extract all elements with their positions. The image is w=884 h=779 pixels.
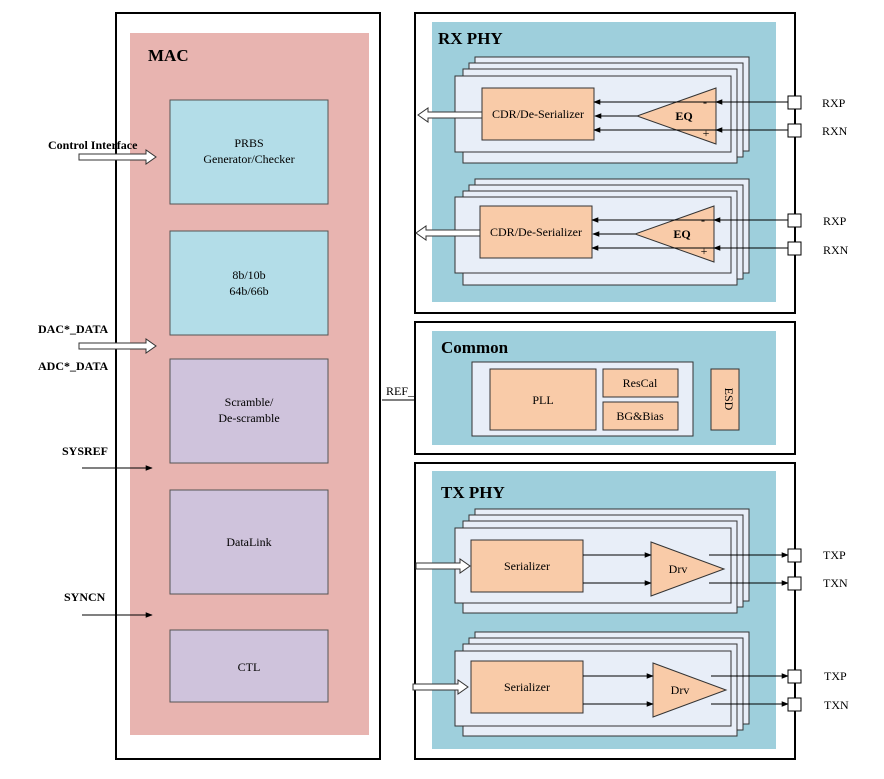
control-interface-arrow bbox=[78, 149, 157, 165]
data-bus-arrow bbox=[78, 338, 157, 354]
txp-pad-2 bbox=[787, 669, 802, 684]
rxn-label-2: RXN bbox=[823, 243, 849, 257]
rxp-pad-2 bbox=[787, 213, 802, 228]
scramble-block: Scramble/ De-scramble bbox=[169, 358, 329, 464]
svg-text:CTL: CTL bbox=[238, 660, 261, 674]
rxn-label-1: RXN bbox=[822, 124, 848, 138]
svg-text:PLL: PLL bbox=[532, 393, 553, 407]
svg-text:EQ: EQ bbox=[675, 109, 692, 123]
rx-phy-section: RX PHY CDR/De-Serializer EQ - + RXP RXN bbox=[414, 12, 849, 314]
svg-text:DataLink: DataLink bbox=[226, 535, 271, 549]
svg-text:Drv: Drv bbox=[671, 683, 690, 697]
datalink-block: DataLink bbox=[169, 489, 329, 595]
svg-text:Serializer: Serializer bbox=[504, 559, 550, 573]
encoder-block: 8b/10b 64b/66b bbox=[169, 230, 329, 336]
svg-text:Generator/Checker: Generator/Checker bbox=[203, 152, 294, 166]
rxp-label-2: RXP bbox=[823, 214, 847, 228]
rx-cdr-block-2 bbox=[479, 205, 593, 259]
ctl-block: CTL bbox=[169, 629, 329, 703]
tx-phy-title: TX PHY bbox=[441, 483, 505, 502]
txn-pad-1 bbox=[787, 576, 802, 591]
svg-text:EQ: EQ bbox=[673, 227, 690, 241]
svg-text:Scramble/: Scramble/ bbox=[225, 395, 274, 409]
svg-text:+: + bbox=[703, 126, 710, 140]
common-title: Common bbox=[441, 338, 509, 357]
tx-input-arrow-2 bbox=[412, 679, 469, 695]
txn-label-1: TXN bbox=[823, 576, 848, 590]
svg-text:ESD: ESD bbox=[722, 388, 736, 411]
control-interface-label: Control Interface bbox=[48, 138, 138, 152]
esd-block bbox=[710, 368, 740, 431]
mac-title: MAC bbox=[148, 46, 189, 65]
rx-phy-title: RX PHY bbox=[438, 29, 503, 48]
bgbias-block bbox=[602, 401, 679, 431]
dac-data-label: DAC*_DATA bbox=[38, 322, 109, 336]
mac-input-signals: Control Interface DAC*_DATA ADC*_DATA SY… bbox=[38, 138, 157, 618]
rxn-pad-2 bbox=[787, 241, 802, 256]
txn-label-2: TXN bbox=[824, 698, 849, 712]
txp-pad-1 bbox=[787, 548, 802, 563]
tx-serializer-block-1 bbox=[470, 539, 584, 593]
rx-output-arrow-1 bbox=[417, 107, 483, 123]
common-section: Common PLL ResCal BG&Bias ESD bbox=[414, 321, 796, 455]
rxp-pad-1 bbox=[787, 95, 802, 110]
svg-text:PRBS: PRBS bbox=[234, 136, 263, 150]
rxn-pad-1 bbox=[787, 123, 802, 138]
rx-output-arrow-2 bbox=[415, 225, 481, 241]
tx-input-arrow-1 bbox=[415, 558, 471, 574]
mac-section: MAC PRBS Generator/Checker 8b/10b 64b/66… bbox=[115, 12, 381, 760]
svg-text:ResCal: ResCal bbox=[623, 376, 658, 390]
syncn-label: SYNCN bbox=[64, 590, 106, 604]
pll-block bbox=[489, 368, 597, 431]
svg-text:Drv: Drv bbox=[669, 562, 688, 576]
tx-lane-2: Serializer Drv TXP TXN bbox=[412, 631, 849, 737]
tx-drv-amp-2 bbox=[652, 662, 728, 718]
txn-pad-2 bbox=[787, 697, 802, 712]
prbs-block: PRBS Generator/Checker bbox=[169, 99, 329, 205]
svg-text:Serializer: Serializer bbox=[504, 680, 550, 694]
sysref-label: SYSREF bbox=[62, 444, 108, 458]
rxp-label-1: RXP bbox=[822, 96, 846, 110]
svg-text:+: + bbox=[701, 244, 708, 258]
tx-serializer-block-2 bbox=[470, 660, 584, 714]
tx-drv-amp-1 bbox=[650, 541, 726, 597]
svg-text:CDR/De-Serializer: CDR/De-Serializer bbox=[490, 225, 582, 239]
svg-text:8b/10b: 8b/10b bbox=[232, 268, 265, 282]
svg-text:64b/66b: 64b/66b bbox=[229, 284, 268, 298]
tx-phy-section: TX PHY Serializer Drv TXP TXN bbox=[412, 462, 849, 760]
adc-data-label: ADC*_DATA bbox=[38, 359, 109, 373]
svg-text:De-scramble: De-scramble bbox=[218, 411, 279, 425]
tx-lane-1: Serializer Drv TXP TXN bbox=[415, 508, 848, 614]
rx-lane-1: CDR/De-Serializer EQ - + RXP RXN bbox=[417, 56, 848, 164]
svg-text:CDR/De-Serializer: CDR/De-Serializer bbox=[492, 107, 584, 121]
rx-lane-2: CDR/De-Serializer EQ - + RXP RXN bbox=[415, 178, 849, 286]
txp-label-1: TXP bbox=[823, 548, 846, 562]
txp-label-2: TXP bbox=[824, 669, 847, 683]
svg-text:BG&Bias: BG&Bias bbox=[616, 409, 664, 423]
rescal-block bbox=[602, 368, 679, 398]
